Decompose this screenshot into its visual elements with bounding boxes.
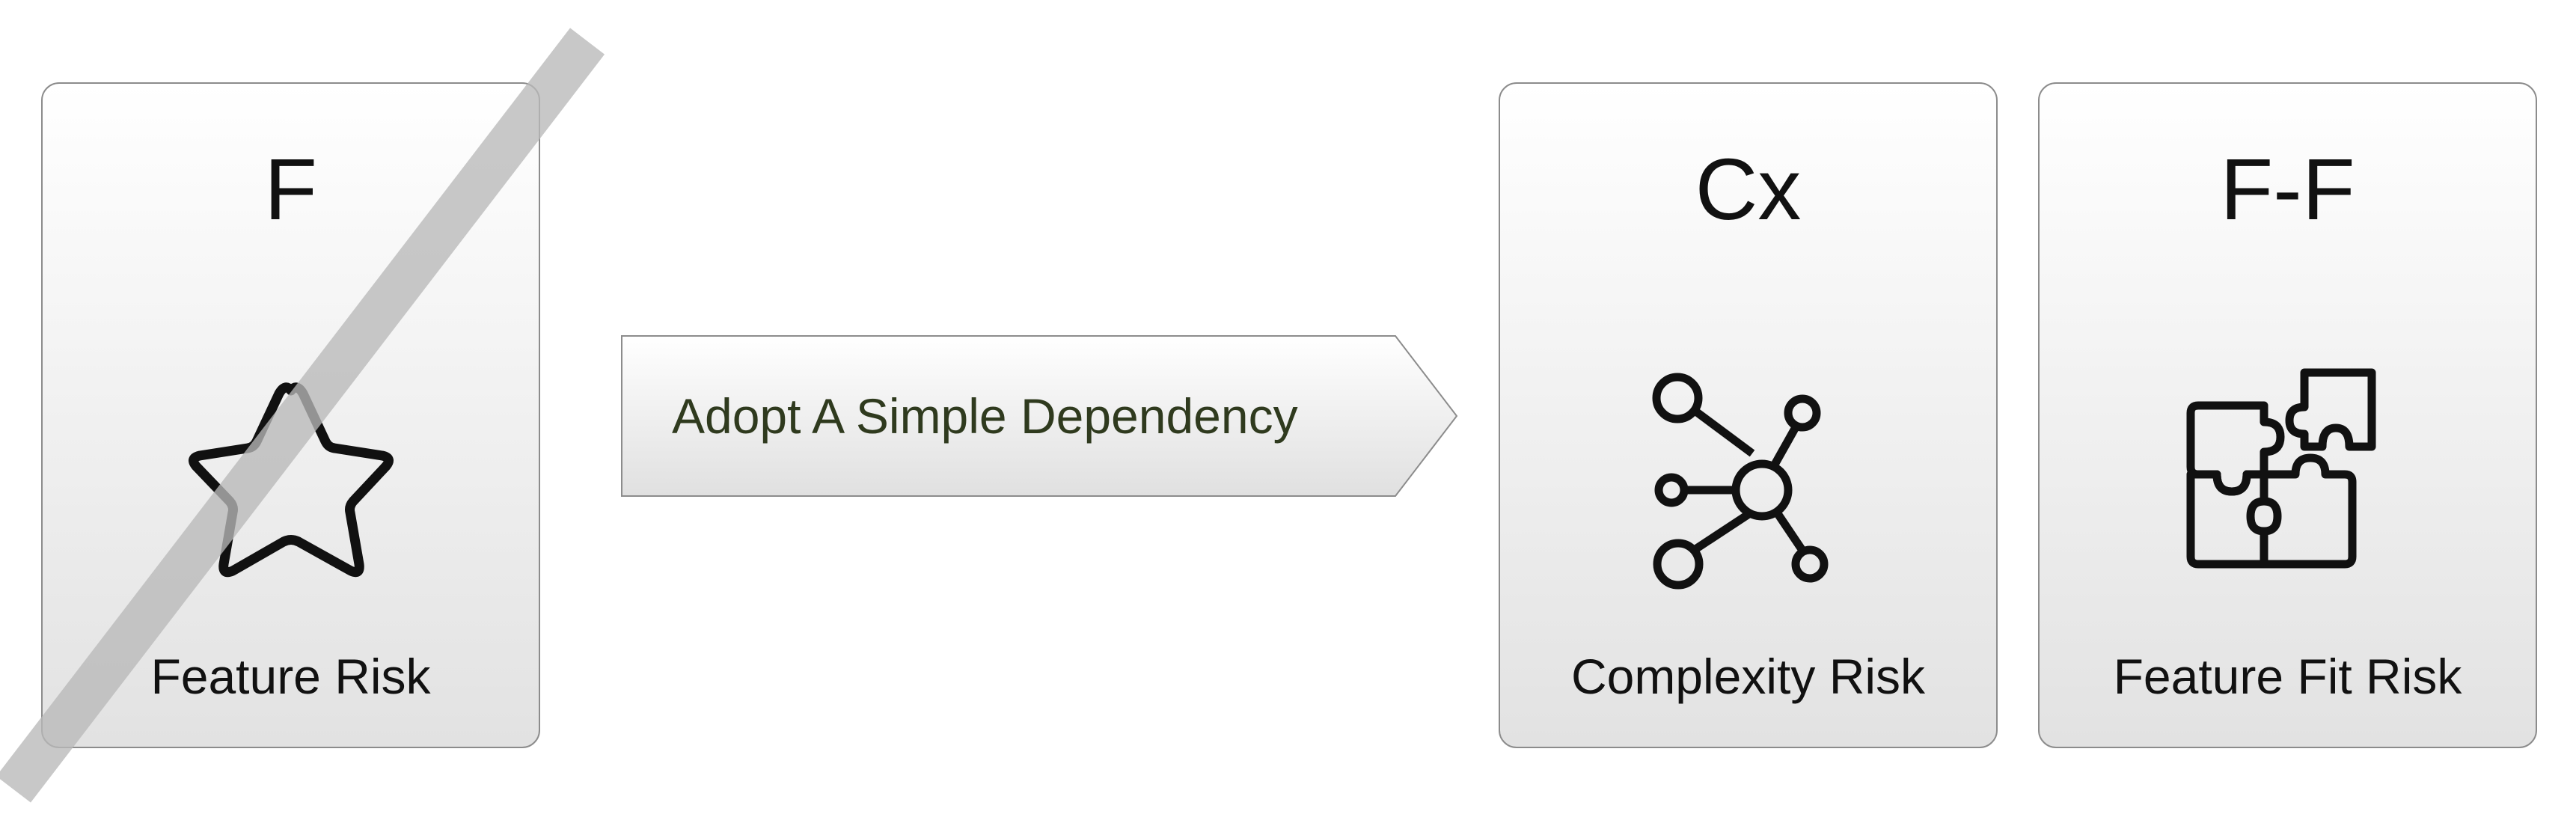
star-icon (188, 382, 394, 578)
feature-risk-label: Feature Risk (150, 649, 431, 704)
action-arrow-shape (621, 335, 1458, 497)
feature-risk-card: F Feature Risk (41, 82, 540, 748)
complexity-risk-code: Cx (1695, 141, 1802, 238)
puzzle-icon (2186, 368, 2375, 569)
feature-fit-risk-card: F-F Feature Fit Risk (2038, 82, 2537, 748)
action-label: Adopt A Simple Dependency (672, 388, 1298, 444)
complexity-risk-card: Cx Complexity Risk (1499, 82, 1998, 748)
feature-risk-code: F (264, 141, 317, 238)
network-icon (1652, 373, 1828, 590)
feature-fit-risk-label: Feature Fit Risk (2113, 649, 2462, 704)
complexity-risk-label: Complexity Risk (1570, 649, 1926, 704)
feature-fit-risk-code: F-F (2220, 141, 2355, 238)
